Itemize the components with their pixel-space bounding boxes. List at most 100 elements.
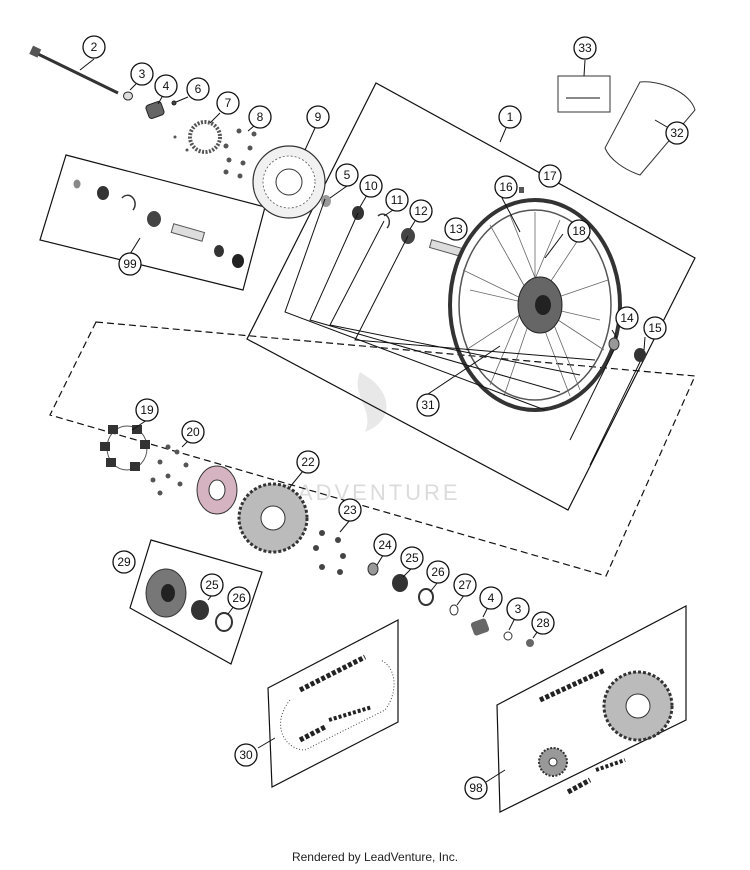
callout-10[interactable]: 10 <box>359 174 383 198</box>
wheel-assembly-frame <box>246 82 696 511</box>
washer-part <box>123 91 133 101</box>
rear-wheel-part <box>448 198 622 412</box>
svg-text:2: 2 <box>91 40 98 54</box>
svg-text:9: 9 <box>315 110 322 124</box>
callout-17[interactable]: 17 <box>538 164 562 188</box>
svg-text:3: 3 <box>515 602 522 616</box>
svg-text:19: 19 <box>140 403 154 417</box>
callout-1[interactable]: 1 <box>498 105 522 129</box>
callout-14[interactable]: 14 <box>615 306 639 330</box>
chain-kit-frame-30 <box>267 619 399 788</box>
hub-kit-frame-29 <box>129 539 263 665</box>
callout-12[interactable]: 12 <box>409 199 433 223</box>
svg-text:5: 5 <box>344 168 351 182</box>
svg-text:24: 24 <box>378 538 392 552</box>
svg-text:12: 12 <box>414 204 428 218</box>
svg-text:4: 4 <box>488 591 495 605</box>
callout-20[interactable]: 20 <box>181 420 205 444</box>
callout-4-lower[interactable]: 4 <box>479 586 503 610</box>
callout-6[interactable]: 6 <box>186 77 210 101</box>
callout-22[interactable]: 22 <box>296 450 320 474</box>
callout-18[interactable]: 18 <box>567 219 591 243</box>
svg-text:22: 22 <box>301 455 315 469</box>
callout-26[interactable]: 26 <box>426 560 450 584</box>
callout-28[interactable]: 28 <box>531 611 555 635</box>
callout-33[interactable]: 33 <box>573 36 597 60</box>
svg-text:30: 30 <box>239 748 253 762</box>
svg-text:27: 27 <box>458 578 472 592</box>
callout-98[interactable]: 98 <box>464 776 488 800</box>
svg-text:1: 1 <box>507 110 514 124</box>
svg-text:25: 25 <box>205 578 219 592</box>
callout-26-hub[interactable]: 26 <box>227 586 251 610</box>
svg-text:32: 32 <box>670 126 684 140</box>
brake-disc-part <box>252 145 326 219</box>
callout-24[interactable]: 24 <box>373 533 397 557</box>
callout-2[interactable]: 2 <box>82 35 106 59</box>
callout-32[interactable]: 32 <box>665 121 689 145</box>
callout-99[interactable]: 99 <box>118 252 142 276</box>
damper-rubbers-part <box>100 425 150 471</box>
callout-3[interactable]: 3 <box>130 62 154 86</box>
sprocket-bolts-part <box>150 444 189 496</box>
callout-8[interactable]: 8 <box>248 105 272 129</box>
svg-text:4: 4 <box>163 79 170 93</box>
callout-27[interactable]: 27 <box>453 573 477 597</box>
callout-23[interactable]: 23 <box>338 498 362 522</box>
svg-text:98: 98 <box>469 781 483 795</box>
chain-sprocket-kit-parts <box>538 667 674 795</box>
callout-11[interactable]: 11 <box>385 188 409 212</box>
instruction-sheet-part <box>557 75 611 113</box>
callout-15[interactable]: 15 <box>643 316 667 340</box>
callout-19[interactable]: 19 <box>135 398 159 422</box>
svg-text:11: 11 <box>391 193 404 207</box>
callout-3-lower[interactable]: 3 <box>506 597 530 621</box>
svg-text:13: 13 <box>449 222 463 236</box>
svg-text:25: 25 <box>405 551 419 565</box>
callout-4[interactable]: 4 <box>154 74 178 98</box>
svg-text:8: 8 <box>257 110 264 124</box>
footer-credit: Rendered by LeadVenture, Inc. <box>291 850 459 864</box>
sprocket-carrier-part <box>196 465 238 515</box>
callout-5[interactable]: 5 <box>335 163 359 187</box>
svg-text:16: 16 <box>499 180 513 194</box>
callout-29[interactable]: 29 <box>112 550 136 574</box>
svg-text:26: 26 <box>431 565 445 579</box>
shaft-seal-15-part <box>634 348 646 362</box>
rear-sprocket-part <box>237 482 309 554</box>
svg-text:26: 26 <box>232 591 246 605</box>
svg-text:99: 99 <box>123 257 137 271</box>
sprocket-nuts-part <box>313 530 346 575</box>
callout-16[interactable]: 16 <box>494 175 518 199</box>
svg-text:18: 18 <box>572 224 586 238</box>
hub-kit-parts <box>145 568 233 632</box>
disc-bolts-part <box>173 128 257 179</box>
callout-25[interactable]: 25 <box>400 546 424 570</box>
svg-text:7: 7 <box>225 96 232 110</box>
svg-text:17: 17 <box>543 169 557 183</box>
adjuster-screw-part <box>171 100 177 106</box>
leader-lines <box>79 58 668 783</box>
svg-text:23: 23 <box>343 503 357 517</box>
axle-part <box>29 45 119 95</box>
svg-text:28: 28 <box>536 616 550 630</box>
chain-part <box>280 654 395 751</box>
svg-text:15: 15 <box>648 321 662 335</box>
callout-25-hub[interactable]: 25 <box>200 573 224 597</box>
svg-text:10: 10 <box>364 179 378 193</box>
axle-kit-frame-99 <box>39 154 266 291</box>
callout-31[interactable]: 31 <box>416 393 440 417</box>
callout-13[interactable]: 13 <box>444 217 468 241</box>
svg-text:3: 3 <box>139 67 146 81</box>
svg-text:20: 20 <box>186 425 200 439</box>
callout-9[interactable]: 9 <box>306 105 330 129</box>
hub-spacers-parts <box>367 562 534 647</box>
svg-text:29: 29 <box>117 555 131 569</box>
svg-text:6: 6 <box>195 82 202 96</box>
axle-kit-parts <box>73 179 244 268</box>
chain-sprocket-kit-frame-98 <box>496 605 687 813</box>
wheel-bearing-14-part <box>608 337 620 351</box>
callout-30[interactable]: 30 <box>234 743 258 767</box>
callout-7[interactable]: 7 <box>216 91 240 115</box>
svg-text:33: 33 <box>578 41 592 55</box>
